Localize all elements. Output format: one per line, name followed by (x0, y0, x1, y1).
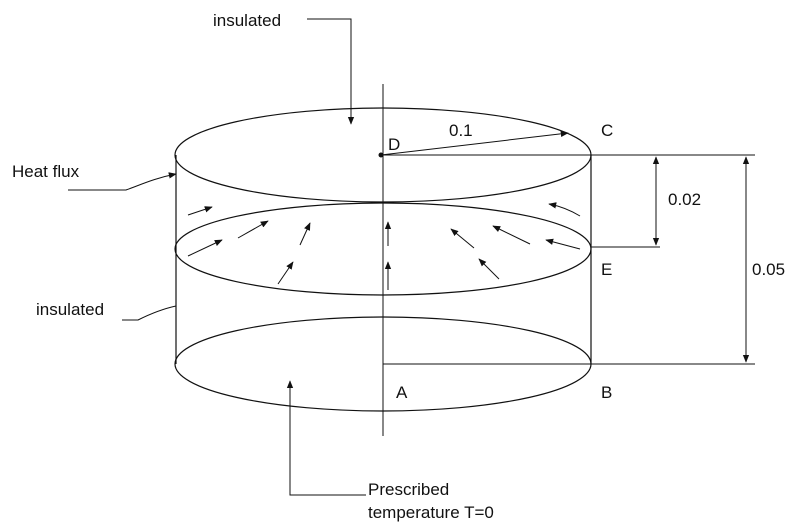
leader-heat-flux (68, 172, 177, 191)
flux-arrow (548, 202, 581, 217)
leader-insulated-side (122, 305, 177, 321)
flux-arrow (492, 225, 531, 245)
label-prescribed-line2: temperature T=0 (368, 503, 494, 522)
flux-arrow (478, 258, 500, 280)
label-point-a: A (396, 383, 408, 402)
leader-prescribed (286, 380, 366, 496)
flux-arrow (237, 220, 269, 239)
leader-insulated-top (307, 18, 355, 125)
heat-flux-arrows (187, 202, 581, 290)
label-point-c: C (601, 121, 613, 140)
label-insulated-side: insulated (36, 300, 104, 319)
label-dim-flux-band: 0.02 (668, 190, 701, 209)
flux-arrow (545, 238, 581, 250)
label-point-e: E (601, 260, 612, 279)
flux-arrow (187, 206, 213, 216)
flux-arrow (299, 222, 311, 246)
radius-arrow (380, 130, 569, 156)
label-insulated-top: insulated (213, 11, 281, 30)
label-radius: 0.1 (449, 121, 473, 140)
flux-arrow (277, 261, 294, 285)
label-point-b: B (601, 383, 612, 402)
label-prescribed-line1: Prescribed (368, 480, 449, 499)
label-point-d: D (388, 135, 400, 154)
label-dim-height: 0.05 (752, 260, 785, 279)
flux-arrow (450, 228, 475, 249)
flux-arrow (187, 239, 223, 257)
label-heat-flux: Heat flux (12, 162, 80, 181)
